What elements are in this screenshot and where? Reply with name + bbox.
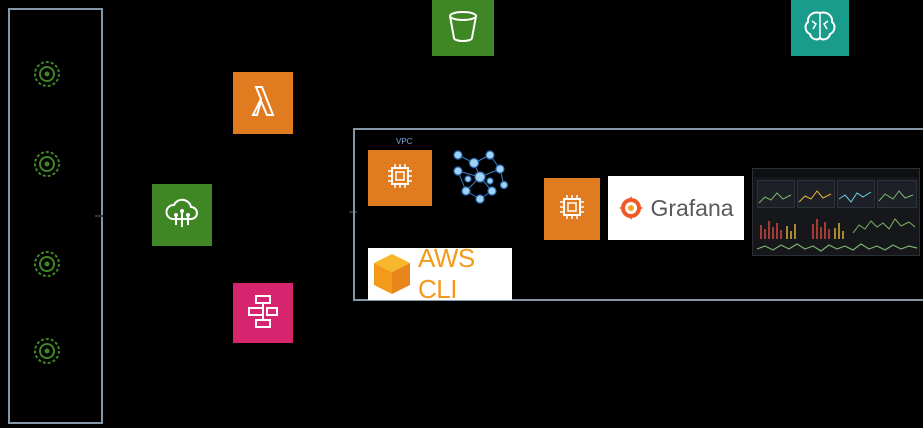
sensor-icon <box>33 250 61 278</box>
aws-cli-wordmark: AWS CLI <box>418 243 475 304</box>
network-graph-icon <box>446 145 512 207</box>
step-functions-tile <box>233 283 293 343</box>
grafana-dashboard-thumbnail <box>752 168 920 256</box>
ec2-chip-icon <box>555 190 589 229</box>
sensor-icon <box>33 60 61 88</box>
vpc-label: VPC <box>396 137 413 146</box>
dashboard-graphs <box>756 190 918 252</box>
ec2-tile <box>368 150 432 206</box>
sagemaker-brain-icon <box>801 7 839 50</box>
grafana-wordmark: Grafana <box>650 194 734 221</box>
sagemaker-tile <box>791 0 849 56</box>
dashboard-panel <box>797 180 835 208</box>
sensor-icon <box>33 337 61 365</box>
aws-cli-logo-icon <box>372 252 412 296</box>
vpc-frame <box>353 128 923 301</box>
step-functions-icon <box>243 291 283 336</box>
s3-tile <box>432 0 494 56</box>
ec2-chip-icon <box>383 159 417 198</box>
sensor-icon <box>33 150 61 178</box>
grafana-logo: Grafana <box>608 176 744 240</box>
s3-bucket-icon <box>444 7 482 50</box>
connector-line <box>95 215 103 217</box>
ec2-tile <box>544 178 600 240</box>
iot-core-tile <box>152 184 212 246</box>
aws-cli-logo: AWS CLI <box>368 243 512 304</box>
lambda-icon <box>243 81 283 126</box>
lambda-tile <box>233 72 293 134</box>
grafana-logo-icon <box>618 195 644 221</box>
iot-core-cloud-icon <box>162 193 202 238</box>
dashboard-top-bar <box>753 169 919 177</box>
